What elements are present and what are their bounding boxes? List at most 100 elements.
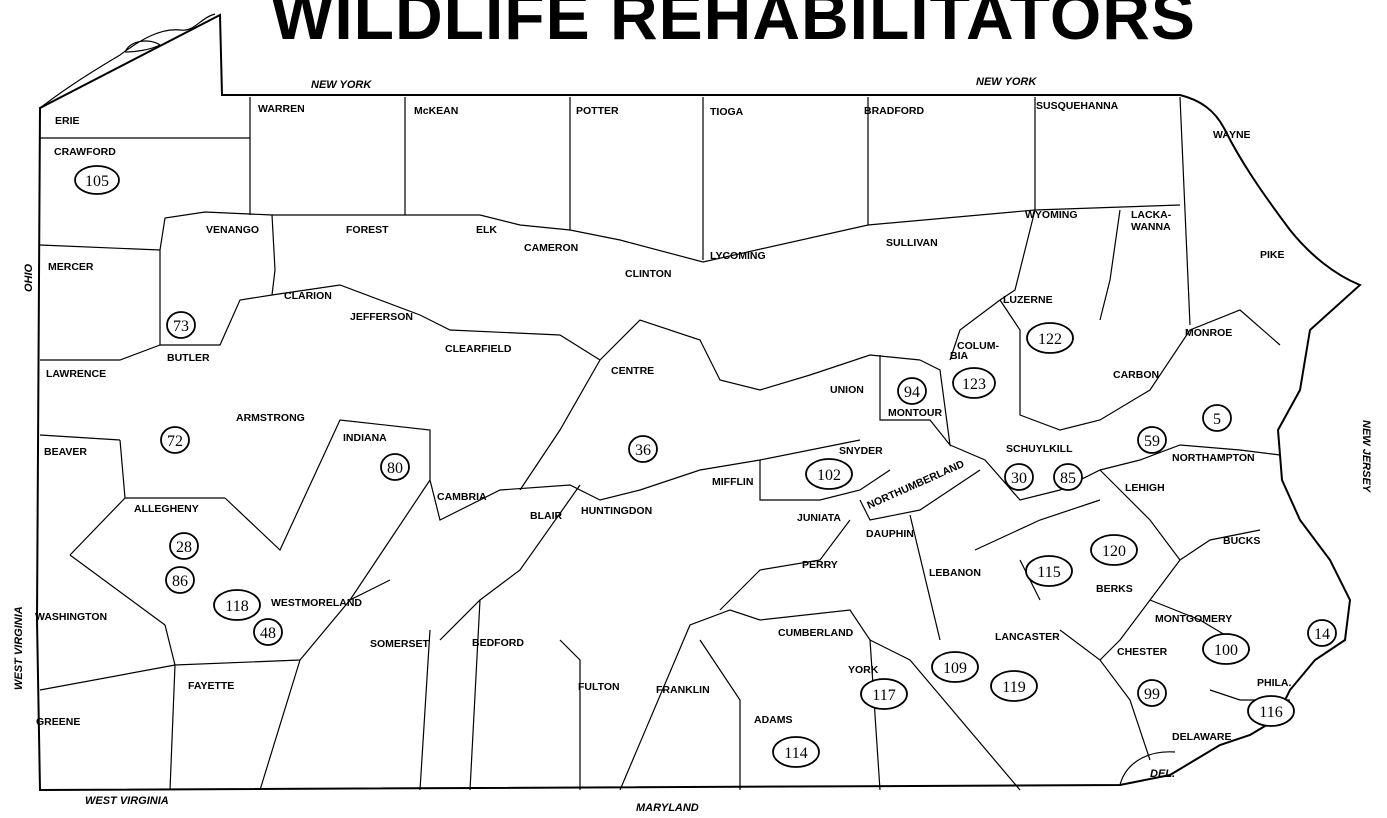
marker[interactable]: 72	[160, 426, 190, 454]
county-label: WYOMING	[1025, 209, 1078, 221]
county-label: CLARION	[284, 290, 332, 302]
rehabilitator-markers: 105 73 72 28 86 118 48 80 36 102 94 123 …	[74, 165, 1337, 768]
county-label: ERIE	[55, 115, 80, 127]
svg-text:85: 85	[1060, 470, 1076, 487]
marker[interactable]: 109	[931, 651, 979, 683]
county-label: POTTER	[576, 105, 619, 117]
marker[interactable]: 36	[628, 435, 658, 463]
county-label: MIFFLIN	[712, 476, 753, 488]
county-label: CLEARFIELD	[445, 343, 512, 355]
county-label: CRAWFORD	[54, 146, 116, 158]
county-label: FRANKLIN	[656, 684, 710, 696]
svg-text:86: 86	[172, 573, 188, 590]
county-label: WAYNE	[1213, 129, 1251, 141]
svg-text:115: 115	[1037, 564, 1060, 581]
marker[interactable]: 116	[1247, 695, 1295, 727]
marker[interactable]: 99	[1137, 679, 1167, 707]
marker[interactable]: 30	[1004, 463, 1034, 491]
border-label-new-york-east: NEW YORK	[976, 76, 1037, 88]
marker[interactable]: 115	[1025, 555, 1073, 587]
map-title: WILDLIFE REHABILITATORS	[271, 0, 1196, 53]
svg-text:117: 117	[872, 687, 895, 704]
border-label-new-jersey: NEW JERSEY	[1360, 420, 1372, 494]
county-label: NORTHAMPTON	[1172, 452, 1255, 464]
marker[interactable]: 59	[1137, 426, 1167, 454]
svg-text:102: 102	[817, 467, 841, 484]
marker[interactable]: 80	[380, 453, 410, 481]
marker[interactable]: 14	[1307, 619, 1337, 647]
county-label: LEBANON	[929, 567, 981, 579]
marker[interactable]: 86	[165, 566, 195, 594]
svg-text:120: 120	[1102, 543, 1126, 560]
marker[interactable]: 28	[169, 532, 199, 560]
marker[interactable]: 123	[952, 367, 996, 399]
marker[interactable]: 117	[860, 678, 908, 710]
county-label: WASHINGTON	[35, 611, 107, 623]
marker[interactable]: 119	[990, 670, 1038, 702]
svg-text:72: 72	[167, 433, 183, 450]
county-label: CHESTER	[1117, 646, 1168, 658]
marker[interactable]: 73	[166, 311, 196, 339]
county-label: MERCER	[48, 261, 94, 273]
county-label: MONROE	[1185, 327, 1232, 339]
svg-text:48: 48	[260, 625, 276, 642]
county-label: LAWRENCE	[46, 368, 106, 380]
county-label: PHILA.	[1257, 677, 1292, 689]
county-label: CLINTON	[625, 268, 671, 280]
county-label: BEDFORD	[472, 637, 524, 649]
county-label: FAYETTE	[188, 680, 234, 692]
marker[interactable]: 85	[1053, 463, 1083, 491]
county-label: WESTMORELAND	[271, 597, 362, 609]
border-label-west-virginia-side: WEST VIRGINIA	[13, 606, 25, 690]
county-label: JUNIATA	[797, 512, 841, 524]
marker[interactable]: 48	[253, 618, 283, 646]
county-label: SULLIVAN	[886, 237, 938, 249]
county-label: COLUM-	[957, 340, 999, 352]
svg-text:114: 114	[784, 745, 807, 762]
county-label: HUNTINGDON	[581, 505, 652, 517]
svg-text:105: 105	[85, 173, 109, 190]
county-label: SOMERSET	[370, 638, 430, 650]
county-label: CENTRE	[611, 365, 654, 377]
marker[interactable]: 120	[1090, 534, 1138, 566]
svg-text:80: 80	[387, 460, 403, 477]
county-label: BUCKS	[1223, 535, 1260, 547]
svg-text:119: 119	[1002, 679, 1025, 696]
county-label: GREENE	[36, 716, 80, 728]
svg-text:36: 36	[635, 442, 651, 459]
county-label: ALLEGHENY	[134, 503, 199, 515]
svg-text:94: 94	[904, 384, 920, 401]
marker[interactable]: 122	[1026, 322, 1074, 354]
border-label-new-york-west: NEW YORK	[311, 79, 372, 91]
county-label: BIA	[950, 350, 969, 362]
county-label: CAMERON	[524, 242, 578, 254]
county-label: BEAVER	[44, 446, 87, 458]
county-label: BLAIR	[530, 510, 562, 522]
state-outline	[35, 13, 1362, 792]
county-label: MONTGOMERY	[1155, 613, 1232, 625]
county-label: WARREN	[258, 103, 305, 115]
county-label: UNION	[830, 384, 864, 396]
svg-text:116: 116	[1259, 704, 1282, 721]
county-label: ELK	[476, 224, 497, 236]
svg-text:99: 99	[1144, 686, 1160, 703]
county-label: LACKA-	[1131, 209, 1172, 221]
county-label: VENANGO	[206, 224, 259, 236]
county-label: WANNA	[1131, 221, 1171, 233]
marker[interactable]: 105	[74, 165, 120, 195]
marker[interactable]: 114	[772, 736, 820, 768]
marker[interactable]: 5	[1202, 404, 1232, 432]
marker[interactable]: 100	[1202, 633, 1250, 665]
county-label: ADAMS	[754, 714, 793, 726]
county-label: McKEAN	[414, 105, 458, 117]
svg-text:14: 14	[1314, 626, 1330, 643]
county-label: YORK	[848, 664, 879, 676]
border-label-ohio: OHIO	[23, 263, 35, 292]
county-boundaries	[39, 96, 1290, 791]
county-label: BRADFORD	[864, 105, 924, 117]
county-label: CARBON	[1113, 369, 1159, 381]
delaware-border	[1119, 751, 1176, 786]
marker[interactable]: 102	[805, 458, 853, 490]
marker[interactable]: 118	[213, 589, 261, 621]
marker[interactable]: 94	[897, 377, 927, 405]
